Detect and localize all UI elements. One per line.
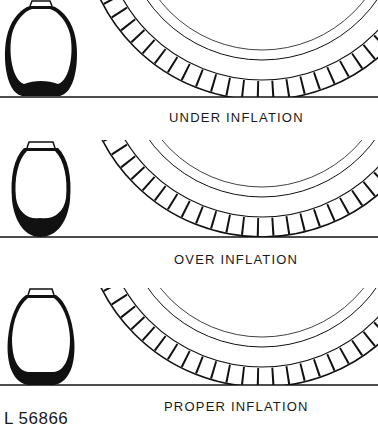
figure-number: L 56866 [4,409,68,429]
tire-cross-section [8,289,75,385]
tire-cross-section [5,1,77,96]
tire-side-view [82,288,378,385]
tire-cross-section [12,142,71,237]
over-inflation-panel [0,0,378,237]
under-inflation-panel [0,0,378,100]
caption-label: UNDER INFLATION [169,110,304,125]
proper-inflation-panel [0,27,378,387]
caption-label: PROPER INFLATION [164,399,309,414]
tire-side-view [82,0,378,97]
tire-side-view [82,140,378,237]
caption-label: OVER INFLATION [174,252,298,267]
